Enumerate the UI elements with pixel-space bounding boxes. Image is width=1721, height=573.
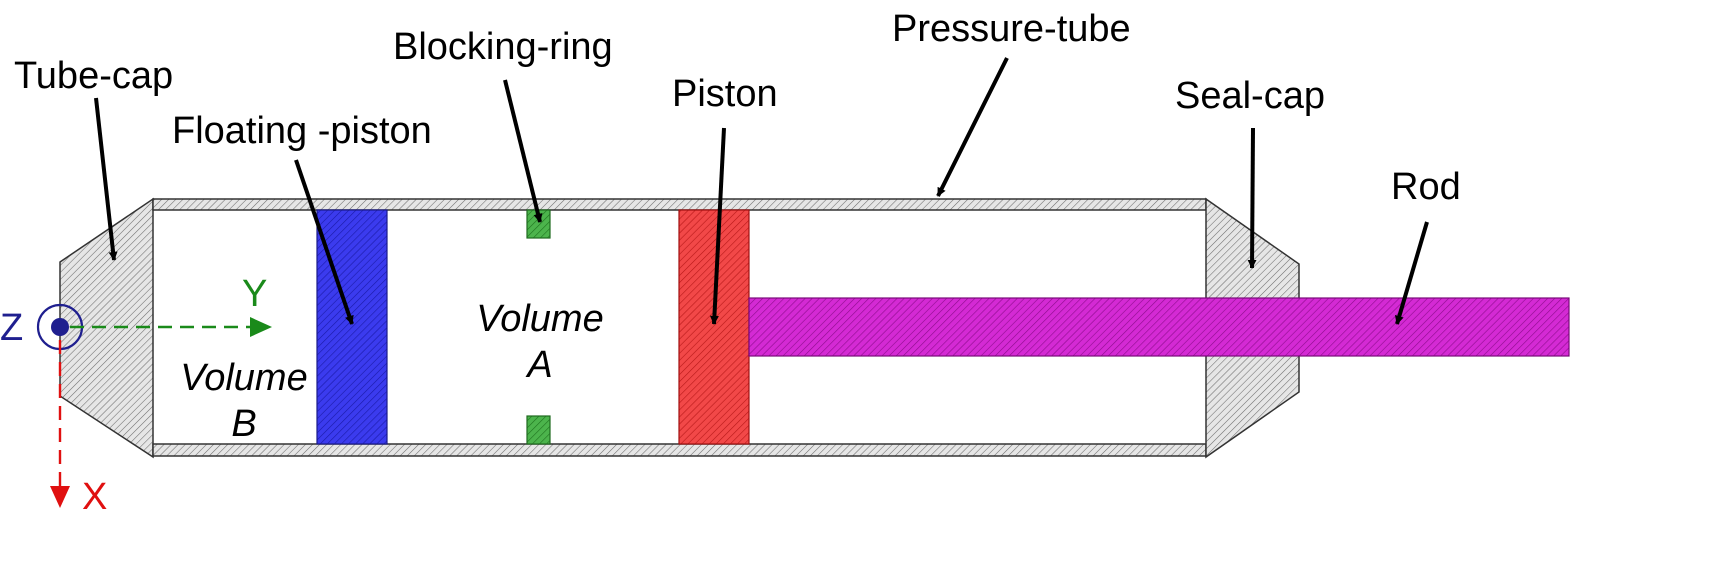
rod-shape [748,297,1570,357]
volume-b-label: Volume B [170,355,318,448]
blocking-ring-label: Blocking-ring [393,26,613,68]
seal-cap-arrow [1247,127,1257,269]
rod-arrow [1394,221,1429,325]
pressure-tube-label: Pressure-tube [892,8,1131,50]
piston-shape [678,209,750,445]
rod-label: Rod [1391,166,1461,208]
piston-label: Piston [672,73,778,115]
piston-arrow [709,127,726,325]
floating-piston-shape [316,209,388,445]
tube-cap-label: Tube-cap [14,55,174,97]
blocking-ring-bottom [526,415,551,445]
x-axis-label: X [82,476,108,518]
volume-a-line2: A [527,344,553,387]
floating-piston-arrow [294,159,354,325]
z-axis-label: Z [0,307,24,349]
blocking-ring-arrow [503,79,543,223]
volume-b-line2: B [231,403,257,446]
floating-piston-label: Floating -piston [172,110,432,152]
volume-a-line1: Volume [476,298,604,340]
y-axis-arrowhead [250,317,272,337]
pressure-tube-arrow [936,57,1009,197]
volume-a-label: Volume A [466,296,614,389]
z-axis-dot [51,318,69,336]
seal-cap-label: Seal-cap [1175,75,1325,117]
y-axis-label: Y [242,273,268,315]
tube-cap-arrow [94,97,118,261]
volume-b-line1: Volume [180,357,308,399]
x-axis-arrowhead [50,486,70,508]
